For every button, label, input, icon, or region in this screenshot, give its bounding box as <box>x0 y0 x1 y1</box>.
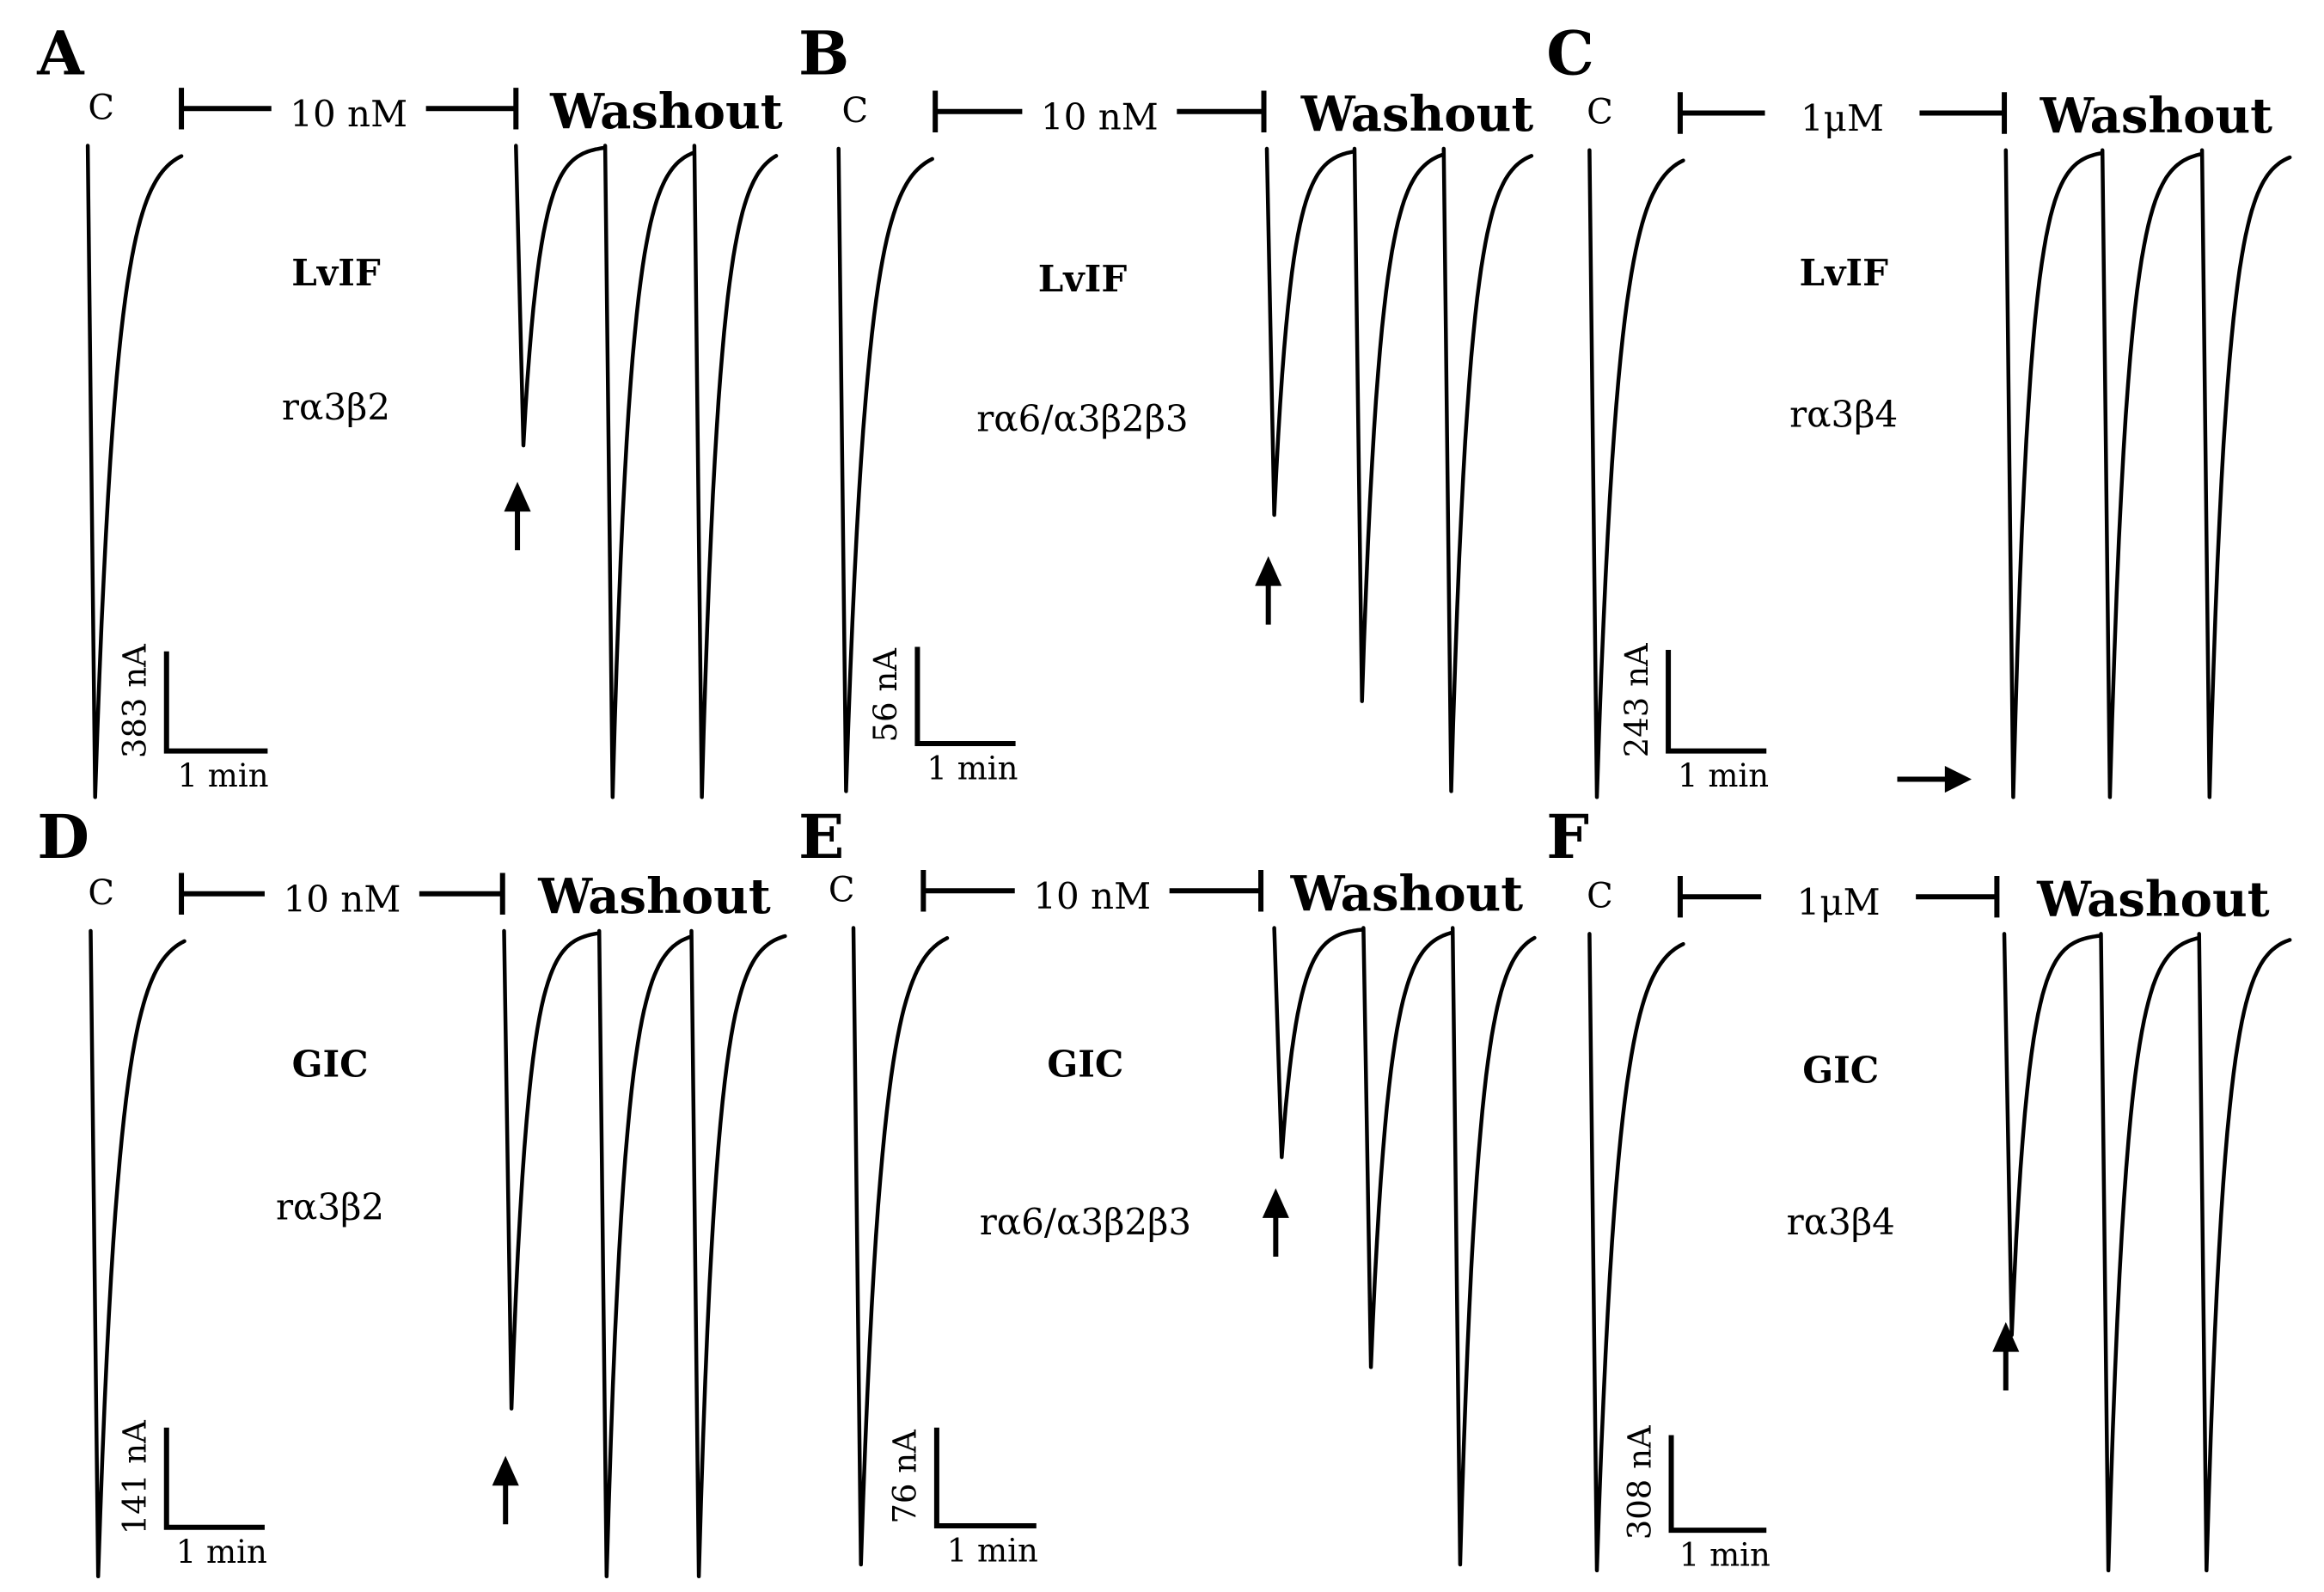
trace-washout-2 <box>1441 146 1534 793</box>
control-label: C <box>841 91 868 131</box>
trace-washout-1 <box>2099 932 2200 1573</box>
scale-bar <box>914 646 1016 747</box>
trace-washout-1 <box>602 144 695 799</box>
trace-control <box>89 928 187 1579</box>
arrow-up-icon <box>1992 1321 2020 1352</box>
trace-washout-2 <box>1450 926 1537 1567</box>
trace-toxin <box>2002 932 2102 1338</box>
washout-label: Washout <box>537 868 771 925</box>
washout-label: Washout <box>549 83 783 140</box>
trace-washout-2 <box>2199 148 2292 799</box>
scale-bar-time-label: 1 min <box>927 750 1018 787</box>
arrow-up-icon <box>504 481 531 512</box>
trace-washout-1 <box>2100 148 2203 799</box>
receptor-label: rα3β2 <box>282 386 390 428</box>
trace-toxin <box>502 928 600 1411</box>
trace-toxin <box>2003 148 2103 799</box>
arrow-up-icon <box>492 1455 519 1486</box>
scale-bar <box>163 651 268 754</box>
concentration-label: 1μM <box>1801 97 1884 139</box>
trace-washout-1 <box>596 928 692 1579</box>
scale-bar <box>933 1427 1037 1528</box>
concentration-label: 10 nM <box>1033 875 1151 917</box>
scale-bar-current-label: 308 nA <box>1621 1424 1658 1540</box>
concentration-label: 10 nM <box>283 878 401 920</box>
peptide-label: LvIF <box>291 252 381 294</box>
peptide-label: LvIF <box>1800 252 1889 294</box>
peptide-label: GIC <box>1047 1044 1123 1086</box>
peptide-label: GIC <box>292 1044 369 1086</box>
concentration-label: 10 nM <box>290 93 407 135</box>
panel-letter-b: B <box>798 18 849 89</box>
control-label: C <box>1587 876 1613 915</box>
trace-toxin <box>1264 146 1355 517</box>
peptide-label: LvIF <box>1038 258 1128 300</box>
trace-washout-2 <box>689 928 787 1579</box>
trace-washout-2 <box>2197 932 2292 1573</box>
scale-bar-time-label: 1 min <box>1679 1537 1771 1574</box>
panel-letter-d: D <box>37 801 89 873</box>
scale-bar <box>1666 650 1767 754</box>
receptor-label: rα3β4 <box>1787 1201 1895 1243</box>
panel-letter-e: E <box>798 801 844 873</box>
panel-letter-a: A <box>36 18 85 89</box>
scale-bar-time-label: 1 min <box>177 757 268 794</box>
control-label: C <box>88 873 114 913</box>
peptide-label: GIC <box>1802 1049 1879 1091</box>
receptor-label: rα3β4 <box>1789 394 1898 436</box>
trace-control <box>851 926 950 1567</box>
control-label: C <box>829 870 855 909</box>
trace-toxin <box>514 144 606 448</box>
arrow-up-icon <box>1262 1188 1289 1218</box>
scale-bar-time-label: 1 min <box>947 1533 1038 1570</box>
scale-bar <box>163 1427 265 1530</box>
scale-bar <box>1668 1435 1767 1534</box>
scale-bar-current-label: 383 nA <box>117 643 154 758</box>
washout-label: Washout <box>2036 872 2270 928</box>
washout-label: Washout <box>1300 86 1534 143</box>
panel-letter-f: F <box>1546 801 1589 873</box>
receptor-label: rα3β2 <box>276 1186 384 1228</box>
receptor-label: rα6/α3β2β3 <box>976 398 1188 440</box>
concentration-label: 10 nM <box>1041 96 1159 138</box>
arrow-up-icon <box>1255 556 1282 586</box>
receptor-label: rα6/α3β2β3 <box>980 1201 1191 1243</box>
trace-toxin <box>1272 926 1364 1160</box>
washout-label: Washout <box>2040 88 2273 144</box>
trace-control <box>836 146 934 793</box>
scale-bar-time-label: 1 min <box>1678 757 1769 794</box>
control-label: C <box>1587 93 1613 132</box>
arrow-right-icon <box>1944 765 1972 793</box>
trace-washout-1 <box>1352 146 1445 703</box>
trace-washout-1 <box>1361 926 1453 1369</box>
scale-bar-current-label: 56 nA <box>867 647 904 743</box>
scale-bar-time-label: 1 min <box>176 1534 267 1571</box>
control-label: C <box>88 88 114 127</box>
scale-bar-current-label: 243 nA <box>1618 642 1655 757</box>
trace-control <box>1587 932 1685 1573</box>
washout-label: Washout <box>1290 866 1524 922</box>
panel-letter-c: C <box>1546 18 1594 89</box>
trace-control <box>85 144 184 799</box>
scale-bar-current-label: 141 nA <box>117 1419 154 1534</box>
concentration-label: 1μM <box>1797 881 1881 923</box>
scale-bar-current-label: 76 nA <box>887 1429 924 1524</box>
trace-washout-2 <box>692 144 779 799</box>
trace-control <box>1587 148 1685 799</box>
